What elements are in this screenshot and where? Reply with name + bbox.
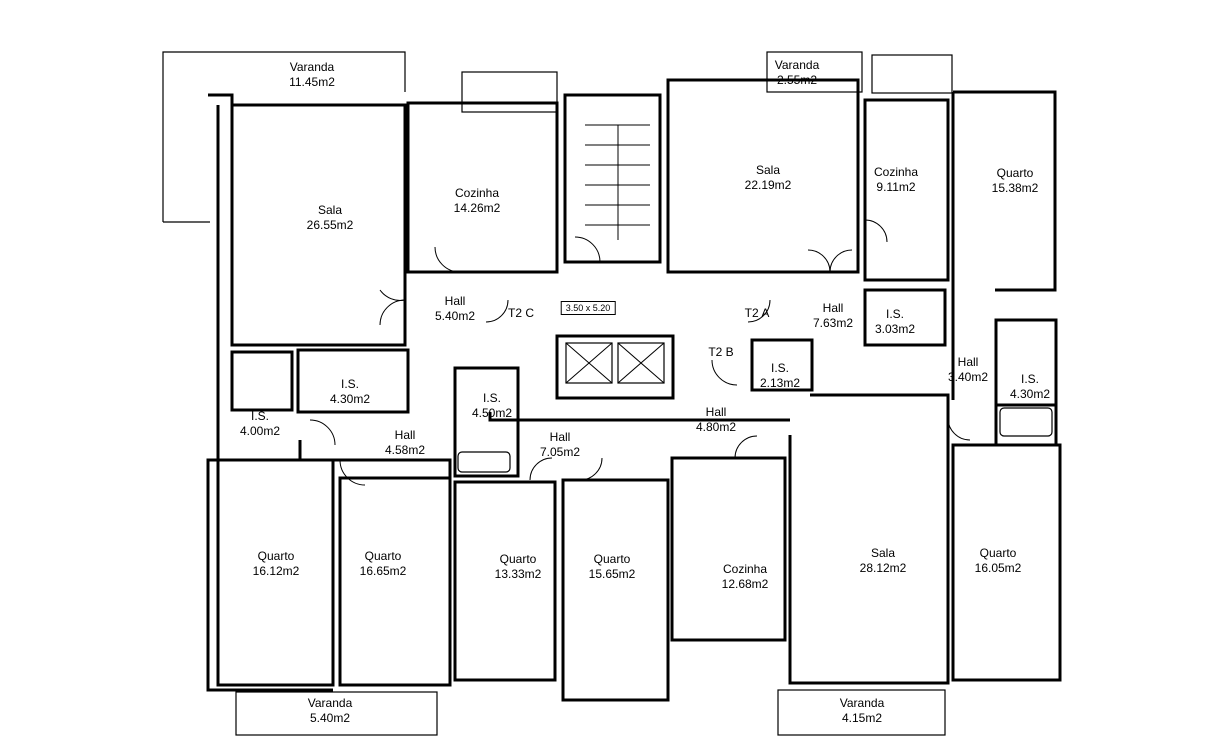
room-label-is: I.S.3.03m2 xyxy=(874,307,916,336)
bathtub-icon xyxy=(457,451,511,473)
room-label-is: I.S.4.30m2 xyxy=(329,377,371,406)
bathtub-icon xyxy=(999,407,1053,437)
doors xyxy=(309,219,971,486)
elevator-dimensions-box: 3.50 x 5.20 xyxy=(560,301,616,315)
unit-label-t2a: T2 A xyxy=(744,306,770,320)
room-label-is: I.S.4.30m2 xyxy=(1009,372,1051,401)
walls xyxy=(206,78,1062,702)
room-label-is: I.S.2.13m2 xyxy=(759,361,801,390)
room-label-is: I.S.4.50m2 xyxy=(471,391,513,420)
unit-label-t2c: T2 C xyxy=(507,306,535,320)
balconies xyxy=(162,51,953,736)
unit-label-t2b: T2 B xyxy=(708,345,734,359)
room-label-is: I.S.4.00m2 xyxy=(239,409,281,438)
